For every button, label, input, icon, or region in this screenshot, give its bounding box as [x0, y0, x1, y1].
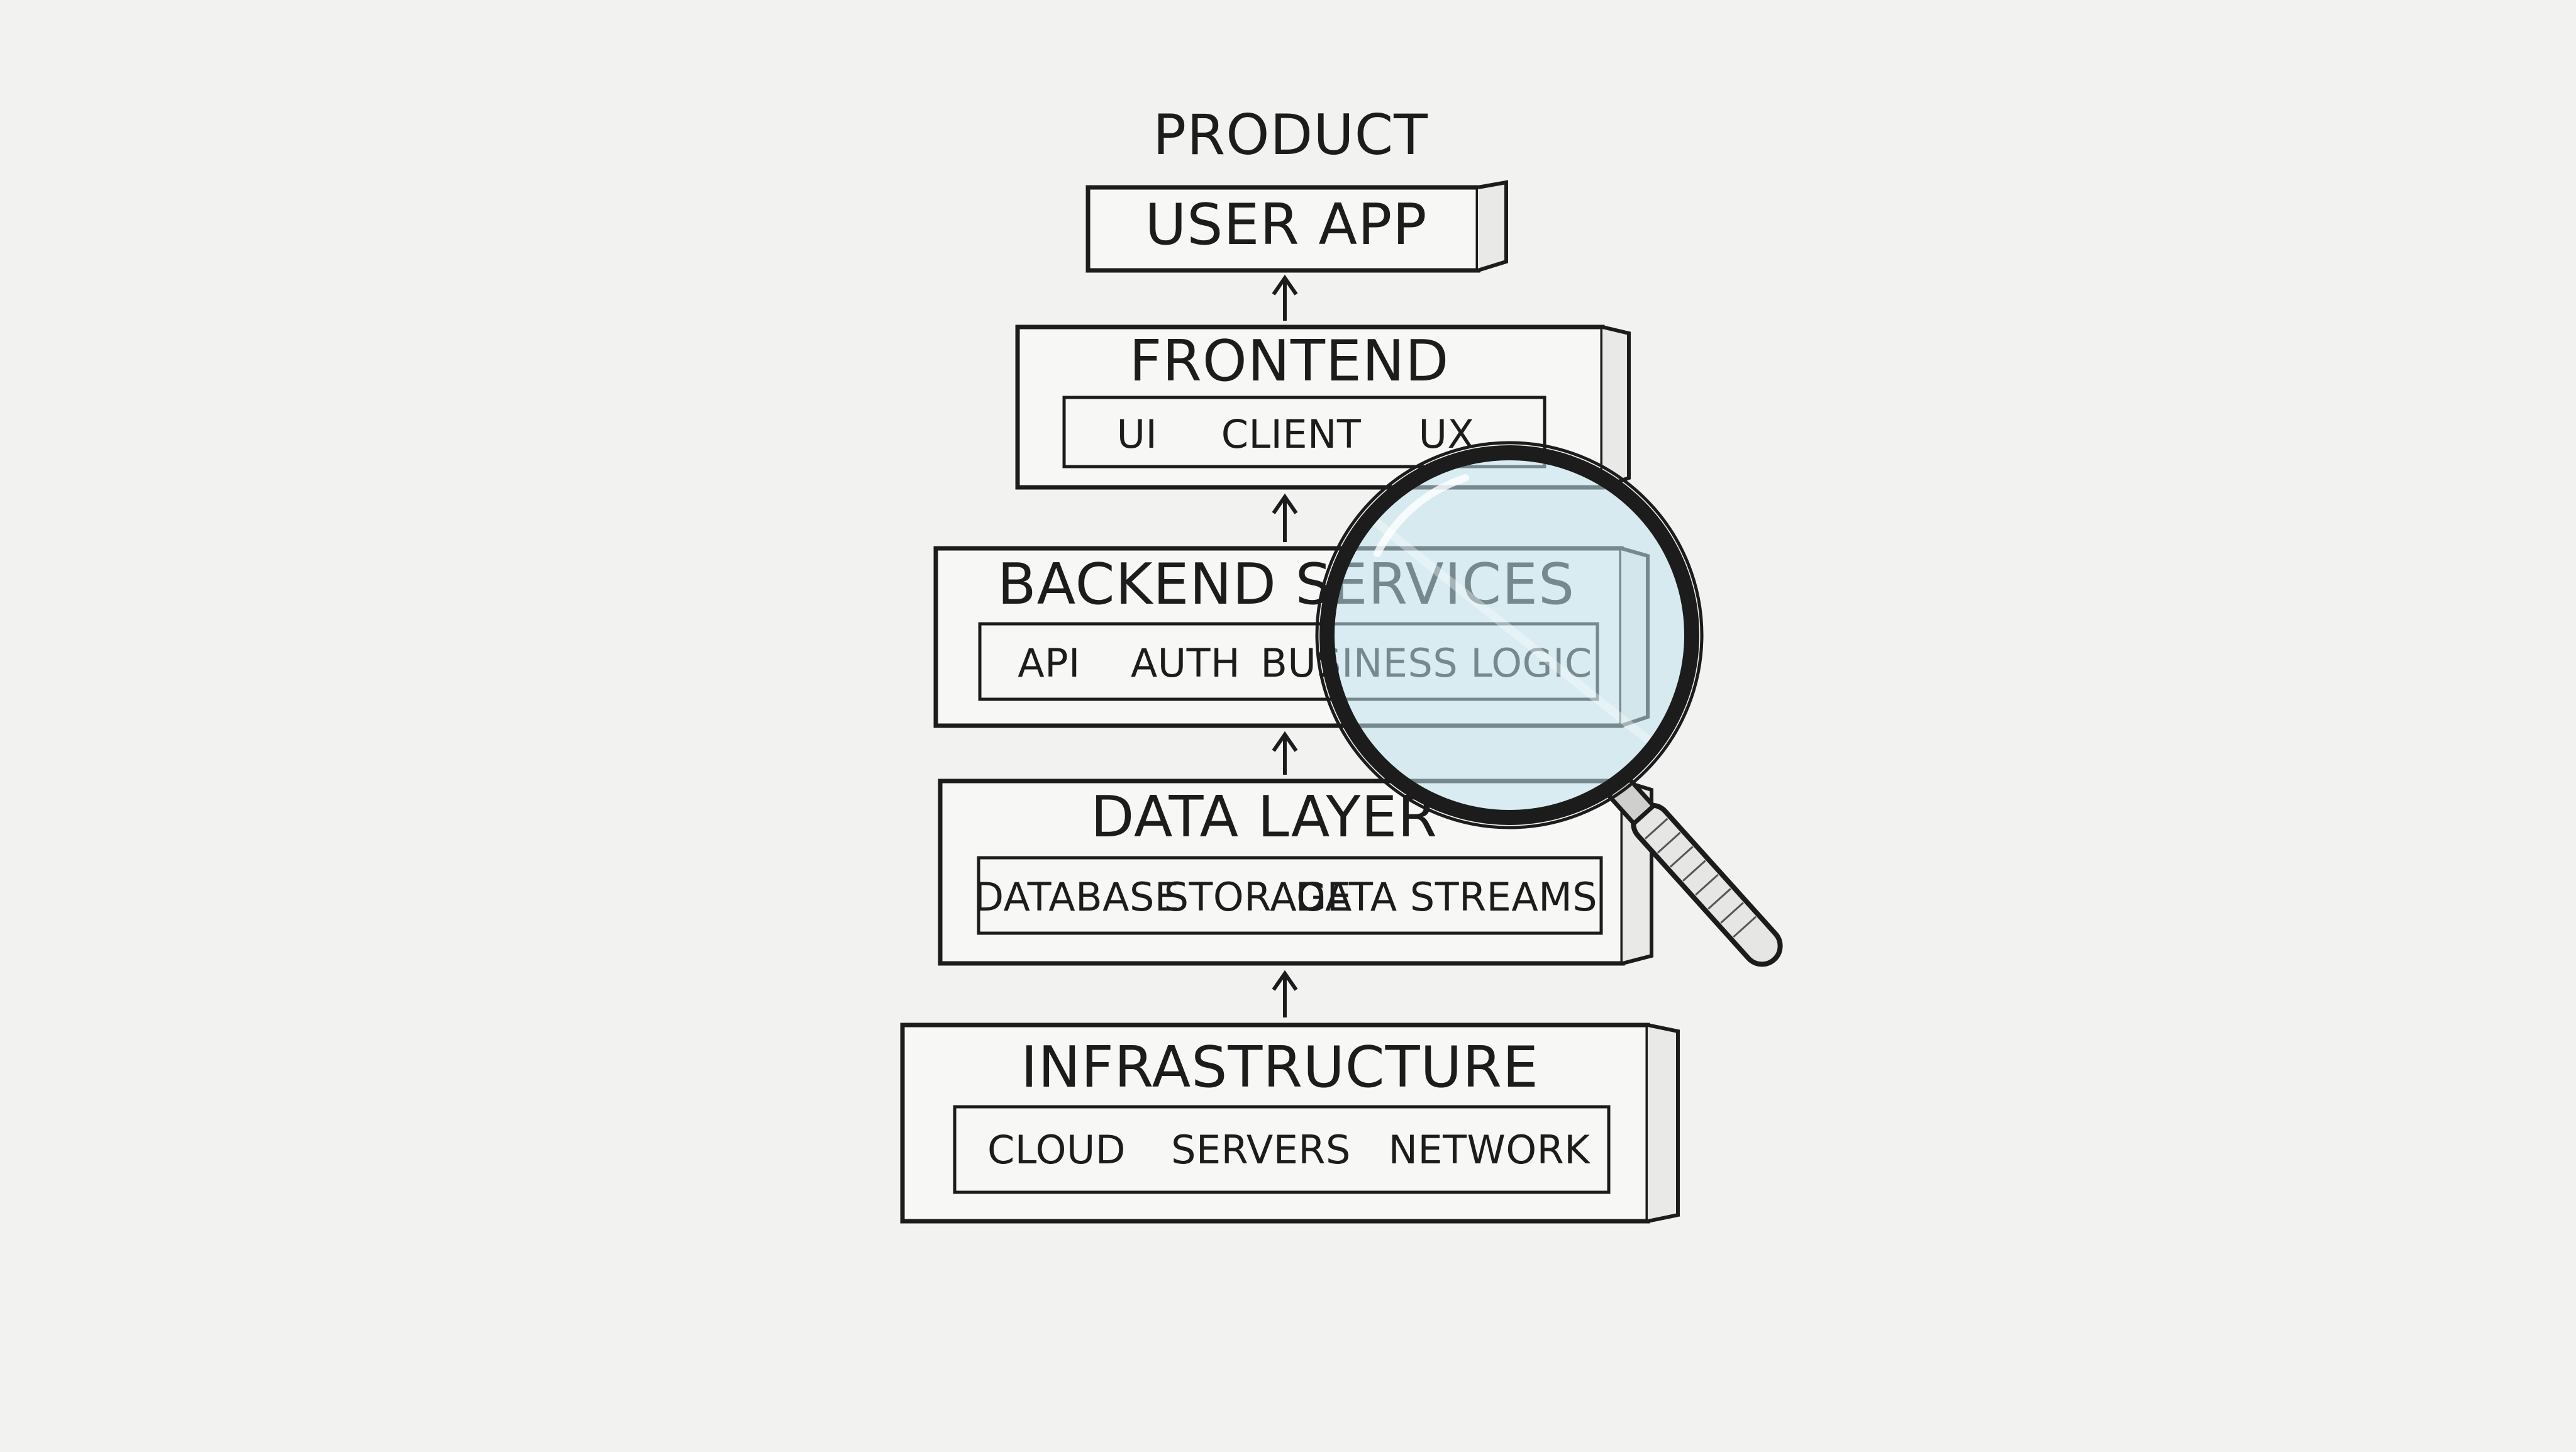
item-ux: UX — [1419, 411, 1475, 457]
item-client: CLIENT — [1221, 411, 1362, 457]
layer-title-infrastructure: INFRASTRUCTURE — [1021, 1034, 1539, 1100]
user-app-label: USER APP — [1145, 192, 1427, 258]
layer-title-frontend: FRONTEND — [1130, 328, 1450, 394]
item-ui: UI — [1117, 411, 1158, 457]
layer-infrastructure: INFRASTRUCTURE CLOUD SERVERS NETWORK — [900, 1022, 1680, 1224]
item-cloud: CLOUD — [987, 1127, 1126, 1173]
product-label: PRODUCT — [1153, 103, 1428, 167]
arrow-frontend-to-user-app — [1272, 274, 1298, 321]
item-network: NETWORK — [1389, 1127, 1591, 1173]
arrow-backend-to-frontend — [1272, 493, 1298, 542]
item-auth: AUTH — [1131, 640, 1240, 686]
user-app-box: USER APP — [1085, 180, 1508, 273]
magnifying-glass-icon — [1315, 441, 1783, 967]
item-api: API — [1018, 640, 1080, 686]
layer-frontend: FRONTEND UI CLIENT UX — [1015, 324, 1631, 490]
item-storage: STORAGE — [1164, 874, 1352, 920]
item-database: DATABASE — [974, 874, 1179, 920]
arrow-data-to-backend — [1272, 731, 1298, 775]
layer-title-data: DATA LAYER — [1091, 784, 1438, 850]
item-data-streams: DATA STREAMS — [1296, 874, 1597, 920]
arrow-infra-to-data — [1272, 970, 1298, 1017]
item-servers: SERVERS — [1171, 1127, 1351, 1173]
